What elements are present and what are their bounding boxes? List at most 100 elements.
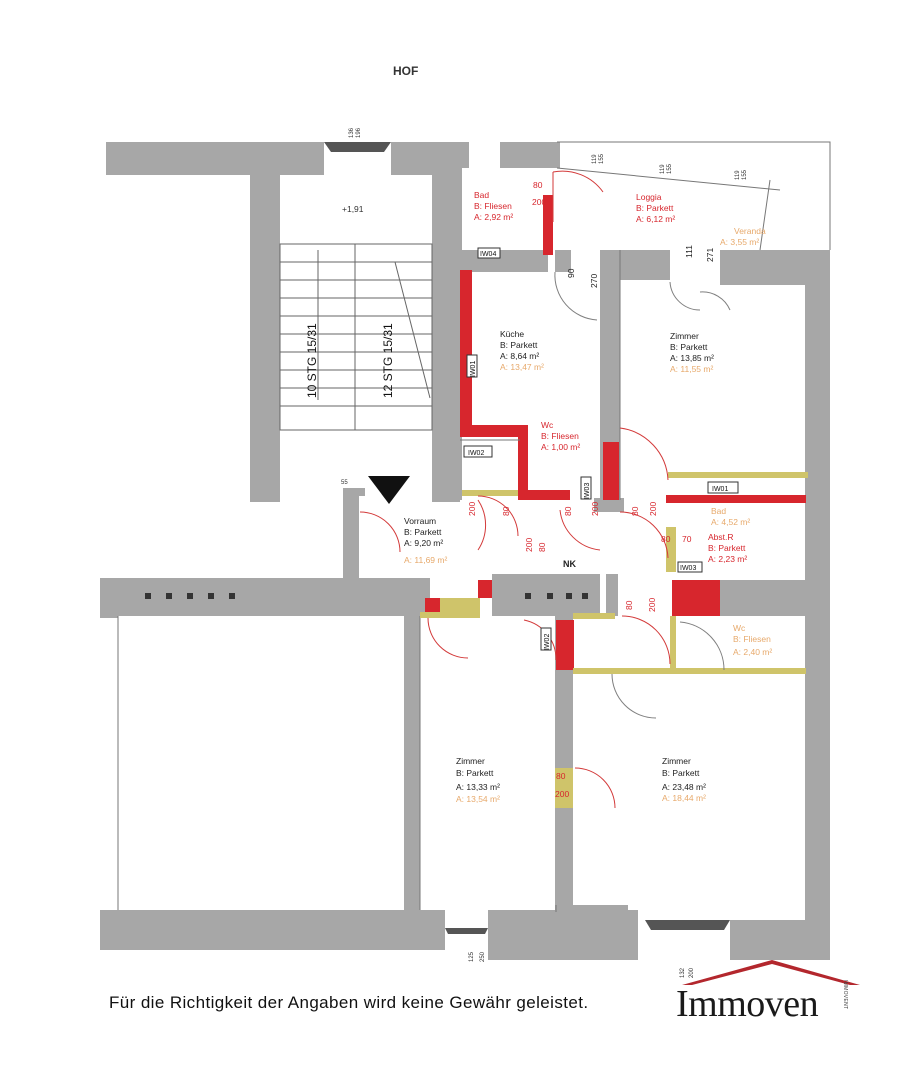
- svg-text:80: 80: [624, 600, 634, 610]
- outline-lines: [117, 141, 831, 912]
- room-label-abst: Abst.R B: Parkett A: 2,23 m²: [708, 532, 747, 564]
- logo-roof-icon: [682, 960, 860, 985]
- svg-text:A: 9,20 m²: A: 9,20 m²: [404, 538, 443, 548]
- svg-text:A: 13,47 m²: A: 13,47 m²: [500, 362, 544, 372]
- room-label-bad: Bad B: Fliesen A: 2,92 m²: [474, 190, 513, 222]
- svg-text:Loggia: Loggia: [636, 192, 662, 202]
- svg-text:A: 2,92 m²: A: 2,92 m²: [474, 212, 513, 222]
- room-label-zimmer-sw: Zimmer B: Parkett A: 13,33 m² A: 13,54 m…: [456, 756, 500, 804]
- entrance-arrow-icon: [368, 476, 410, 504]
- room-label-zimmer-ne: Zimmer B: Parkett A: 13,85 m² A: 11,55 m…: [670, 331, 714, 374]
- new-walls: [425, 195, 806, 670]
- svg-text:250: 250: [480, 951, 486, 962]
- svg-text:A: 11,55 m²: A: 11,55 m²: [670, 364, 713, 374]
- room-label-vorraum: Vorraum B: Parkett A: 9,20 m² A: 11,69 m…: [404, 516, 447, 565]
- room-label-bad-2: Bad A: 4,52 m²: [711, 506, 750, 527]
- svg-text:A: 1,00 m²: A: 1,00 m²: [541, 442, 580, 452]
- svg-text:80: 80: [533, 180, 543, 190]
- svg-text:A: 2,40 m²: A: 2,40 m²: [733, 647, 772, 657]
- svg-text:200: 200: [590, 502, 600, 516]
- svg-text:119: 119: [735, 170, 741, 180]
- svg-text:B: Fliesen: B: Fliesen: [541, 431, 579, 441]
- svg-text:A: 13,54 m²: A: 13,54 m²: [456, 794, 500, 804]
- svg-text:IW02: IW02: [544, 634, 551, 650]
- svg-text:IW04: IW04: [480, 251, 496, 258]
- svg-text:119: 119: [592, 154, 598, 164]
- svg-text:Abst.R: Abst.R: [708, 532, 734, 542]
- svg-text:Zimmer: Zimmer: [670, 331, 699, 341]
- svg-text:A: 18,44 m²: A: 18,44 m²: [662, 793, 706, 803]
- svg-text:80: 80: [630, 506, 640, 516]
- svg-text:IW03: IW03: [680, 565, 696, 572]
- svg-text:A: 11,69 m²: A: 11,69 m²: [404, 555, 447, 565]
- svg-text:132: 132: [680, 967, 686, 978]
- svg-text:A: 3,55 m²: A: 3,55 m²: [720, 237, 759, 247]
- svg-text:B: Parkett: B: Parkett: [456, 768, 494, 778]
- room-label-wc-2: Wc B: Fliesen A: 2,40 m²: [733, 623, 772, 657]
- svg-text:B: Parkett: B: Parkett: [670, 342, 708, 352]
- svg-text:Bad: Bad: [711, 506, 726, 516]
- stair-mark: 55: [341, 480, 348, 486]
- svg-text:80: 80: [563, 506, 573, 516]
- svg-text:80: 80: [537, 542, 547, 552]
- svg-text:A: 6,12 m²: A: 6,12 m²: [636, 214, 675, 224]
- svg-text:111: 111: [684, 245, 694, 258]
- svg-text:271: 271: [705, 248, 715, 262]
- svg-text:IW03: IW03: [584, 483, 591, 499]
- svg-text:B: Parkett: B: Parkett: [662, 768, 700, 778]
- svg-text:155: 155: [742, 169, 748, 180]
- svg-text:IW01: IW01: [712, 486, 728, 493]
- disclaimer-text: Für die Richtigkeit der Angaben wird kei…: [109, 993, 589, 1012]
- svg-text:200: 200: [648, 502, 658, 516]
- logo-wordmark: Immoven: [676, 983, 819, 1025]
- stairs: [279, 243, 433, 431]
- svg-text:B: Fliesen: B: Fliesen: [474, 201, 512, 211]
- svg-text:A: 4,52 m²: A: 4,52 m²: [711, 517, 750, 527]
- room-label-wc: Wc B: Fliesen A: 1,00 m²: [541, 420, 580, 452]
- svg-text:IW01: IW01: [470, 361, 477, 377]
- svg-text:196: 196: [356, 127, 362, 138]
- svg-text:Zimmer: Zimmer: [662, 756, 691, 766]
- svg-text:A: 8,64 m²: A: 8,64 m²: [500, 351, 539, 361]
- level-mark: +1,91: [342, 204, 364, 214]
- svg-text:Veranda: Veranda: [734, 226, 766, 236]
- svg-text:155: 155: [667, 163, 673, 174]
- window-dims: 136 196 119 155 119 155 119 155 125 250 …: [349, 127, 748, 978]
- svg-text:200: 200: [524, 538, 534, 552]
- svg-text:IW02: IW02: [468, 450, 484, 457]
- room-label-zimmer-se: Zimmer B: Parkett A: 23,48 m² A: 18,44 m…: [662, 756, 706, 803]
- floor-plan: HOF +1,91 10 STG 15/31 12 STG 15/31 55 N…: [100, 64, 831, 978]
- svg-text:Vorraum: Vorraum: [404, 516, 436, 526]
- svg-text:B: Fliesen: B: Fliesen: [733, 634, 771, 644]
- room-label-kueche: Küche B: Parkett A: 8,64 m² A: 13,47 m²: [500, 329, 544, 372]
- door-swings: [359, 170, 731, 809]
- nk-label: NK: [563, 559, 576, 569]
- svg-text:200: 200: [647, 598, 657, 612]
- svg-text:B: Parkett: B: Parkett: [636, 203, 674, 213]
- svg-text:270: 270: [589, 274, 599, 288]
- svg-text:200: 200: [532, 197, 546, 207]
- svg-text:Bad: Bad: [474, 190, 489, 200]
- room-label-loggia: Loggia B: Parkett A: 6,12 m²: [636, 192, 675, 224]
- window-markers: [324, 142, 730, 934]
- svg-text:70: 70: [682, 534, 692, 544]
- vent-squares: [145, 593, 588, 599]
- svg-text:200: 200: [467, 502, 477, 516]
- svg-text:Wc: Wc: [733, 623, 746, 633]
- svg-text:B: Parkett: B: Parkett: [404, 527, 442, 537]
- svg-text:Wc: Wc: [541, 420, 554, 430]
- wall-tags: IW04 IW01 IW02 IW03 IW03 IW02 IW01: [463, 247, 739, 651]
- svg-text:80: 80: [661, 534, 671, 544]
- svg-text:B: Parkett: B: Parkett: [708, 543, 746, 553]
- svg-text:90: 90: [566, 268, 576, 278]
- svg-text:A: 23,48 m²: A: 23,48 m²: [662, 782, 706, 792]
- svg-text:80: 80: [556, 771, 566, 781]
- svg-text:Zimmer: Zimmer: [456, 756, 485, 766]
- logo-side-text: IMMOVENT: [842, 980, 848, 1010]
- svg-text:119: 119: [660, 164, 666, 174]
- svg-text:B: Parkett: B: Parkett: [500, 340, 538, 350]
- svg-text:A: 13,33 m²: A: 13,33 m²: [456, 782, 500, 792]
- courtyard-label: HOF: [393, 64, 418, 78]
- door-dims: 80 200 90 270 111 271 80 200 80 200 80 2…: [467, 180, 715, 799]
- svg-text:200: 200: [555, 789, 569, 799]
